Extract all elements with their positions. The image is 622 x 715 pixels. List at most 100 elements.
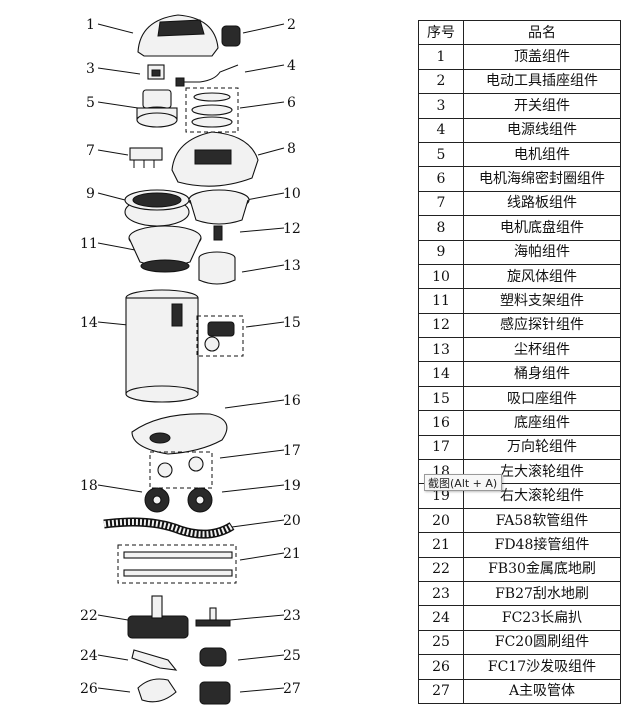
part-number-cell: 3 [418, 93, 464, 119]
part-plastic-bracket [128, 225, 202, 273]
callout-12: 12 [283, 221, 301, 237]
part-number-cell: 26 [418, 654, 464, 680]
callout-3: 3 [86, 61, 95, 77]
part-name-cell: FA58软管组件 [463, 507, 621, 534]
callout-16: 16 [283, 393, 301, 409]
part-number-cell: 13 [418, 337, 464, 363]
part-number-cell: 23 [418, 580, 464, 607]
callout-2: 2 [287, 17, 296, 33]
part-number-cell: 22 [418, 556, 464, 582]
part-number-cell: 5 [418, 141, 464, 168]
callout-15: 15 [283, 315, 301, 331]
part-number-cell: 10 [418, 263, 464, 290]
part-main-suction-tube [199, 681, 231, 705]
part-name-cell: 线路板组件 [463, 190, 621, 217]
callout-19: 19 [283, 478, 301, 494]
part-power-cord [175, 64, 239, 87]
part-extension-tube [117, 544, 237, 584]
part-name-cell: 电机组件 [463, 141, 621, 168]
part-number-cell: 16 [418, 410, 464, 436]
callout-8: 8 [287, 141, 296, 157]
part-name-cell: 电机海绵密封圈组件 [463, 166, 621, 192]
callout-11: 11 [80, 236, 98, 252]
part-name-cell: 底座组件 [463, 410, 621, 436]
part-number-cell: 6 [418, 166, 464, 192]
part-number-cell: 9 [418, 239, 464, 265]
part-name-cell: FC23长扁扒 [463, 605, 621, 631]
column-header-part-name: 品名 [463, 19, 621, 46]
part-name-cell: 塑料支架组件 [463, 288, 621, 314]
callout-20: 20 [283, 513, 301, 529]
part-caster [149, 451, 213, 489]
part-cyclone [188, 189, 250, 225]
part-tool-socket [221, 25, 241, 47]
part-number-cell: 12 [418, 312, 464, 339]
part-left-wheel [144, 487, 170, 513]
callout-23: 23 [283, 608, 301, 624]
table-header-row: 序号 品名 [418, 19, 621, 46]
part-metal-floor-brush [127, 595, 189, 639]
screenshot-tooltip: 截图(Alt + A) [424, 474, 502, 491]
part-motor [136, 89, 178, 128]
part-name-cell: FD48接管组件 [463, 532, 621, 558]
part-base [131, 413, 228, 455]
callout-6: 6 [287, 95, 296, 111]
part-tank-body [125, 289, 199, 403]
part-number-cell: 25 [418, 629, 464, 656]
part-number-cell: 8 [418, 215, 464, 241]
part-name-cell: FC17沙发吸组件 [463, 654, 621, 680]
part-circuit-board [129, 147, 163, 168]
part-number-cell: 15 [418, 385, 464, 412]
callout-5: 5 [86, 95, 95, 111]
callout-14: 14 [80, 315, 98, 331]
part-name-cell: 开关组件 [463, 93, 621, 119]
callout-9: 9 [86, 186, 95, 202]
callout-numbers: 1 2 3 4 5 6 7 8 9 10 11 12 13 14 15 16 1… [80, 17, 301, 697]
callout-22: 22 [80, 608, 98, 624]
part-dust-cup [198, 251, 236, 285]
callout-7: 7 [86, 143, 95, 159]
part-number-cell: 21 [418, 532, 464, 558]
callout-18: 18 [80, 478, 98, 494]
part-name-cell: 顶盖组件 [463, 44, 621, 70]
part-name-cell: A主吸管体 [463, 678, 621, 704]
part-upholstery-tool [137, 678, 177, 703]
part-number-cell: 14 [418, 361, 464, 387]
part-top-cover [137, 14, 219, 57]
part-inlet-seat [196, 315, 244, 357]
callout-25: 25 [283, 648, 301, 664]
part-number-cell: 1 [418, 44, 464, 70]
callout-27: 27 [283, 681, 301, 697]
part-number-cell: 11 [418, 288, 464, 314]
part-crevice-tool [131, 649, 178, 671]
part-round-brush [199, 647, 227, 667]
part-right-wheel [187, 487, 213, 513]
part-number-cell: 4 [418, 117, 464, 143]
part-squeegee-brush [195, 607, 231, 627]
part-hose [103, 517, 235, 539]
exploded-parts-diagram: 1 2 3 4 5 6 7 8 9 10 11 12 13 14 15 16 1… [80, 14, 301, 705]
leader-lines [97, 23, 285, 693]
part-number-cell: 24 [418, 605, 464, 631]
part-name-cell: 吸口座组件 [463, 385, 621, 412]
part-motor-seal [185, 87, 239, 133]
part-number-cell: 7 [418, 190, 464, 217]
